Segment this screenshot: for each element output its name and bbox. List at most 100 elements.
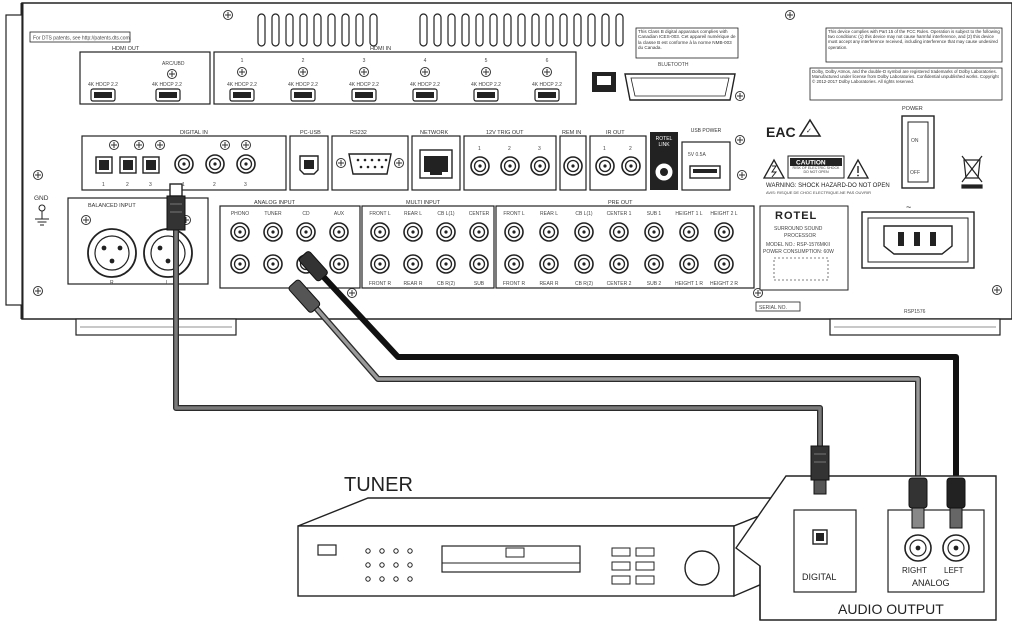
rs232-port-icon — [348, 153, 392, 175]
trig-label: 12V TRIG OUT — [486, 130, 524, 136]
screw-icon — [298, 67, 308, 77]
ir-number: 2 — [629, 146, 632, 152]
screw-icon — [992, 285, 1002, 295]
warning-text: WARNING: SHOCK HAZARD-DO NOT OPEN — [766, 183, 890, 189]
model-number: MODEL NO.: RSP-1576MKII — [766, 242, 830, 248]
pre-out-label: FRONT R — [503, 281, 526, 287]
coax-input-3 — [236, 154, 256, 174]
trig-jack — [470, 156, 490, 176]
arc-label: ARC/UBD — [162, 61, 185, 67]
analog-input-label: CD — [302, 211, 310, 217]
xlr-jack-right — [87, 228, 137, 278]
hdmi-in-number: 3 — [363, 58, 366, 64]
screw-icon — [220, 140, 230, 150]
analog-right-jack — [904, 534, 932, 562]
optical-input-2 — [119, 156, 137, 174]
multi-input-label: MULTI INPUT — [406, 200, 441, 206]
audio-output-title: AUDIO OUTPUT — [838, 601, 944, 617]
screw-icon — [237, 67, 247, 77]
hdcp-label: 4K HDCP 2.2 — [532, 82, 562, 88]
hdcp-label: 4K HDCP 2.2 — [152, 82, 182, 88]
audio-output-panel: DIGITAL RIGHT LEFT ANALOG AUDIO OUTPUT — [735, 475, 997, 621]
multi-input-jack — [403, 254, 423, 274]
trig-number: 2 — [508, 146, 511, 152]
hdcp-label: 4K HDCP 2.2 — [88, 82, 118, 88]
pre-out-label: HEIGHT 2 R — [710, 281, 738, 287]
hdmi-in-port — [534, 88, 560, 102]
hdmi-out-port-1 — [90, 88, 116, 102]
pre-out-jack — [714, 254, 734, 274]
pre-out-jack — [574, 254, 594, 274]
analog-input-label: TUNER — [264, 211, 282, 217]
hdmi-in-port — [351, 88, 377, 102]
multi-input-jack — [370, 254, 390, 274]
hdcp-label: 4K HDCP 2.2 — [288, 82, 318, 88]
pre-out-label: REAR R — [540, 281, 559, 287]
pre-out-label: PRE OUT — [608, 200, 633, 206]
optical-plug-receiver — [166, 183, 186, 231]
tuner-title: TUNER — [344, 474, 413, 496]
multi-input-label: FRONT L — [369, 211, 391, 217]
balanced-r-label: R — [110, 280, 114, 286]
pre-out-label: HEIGHT 1 R — [675, 281, 703, 287]
screw-icon — [394, 158, 404, 168]
product-line-2: PROCESSOR — [784, 233, 816, 239]
power-off-label: OFF — [910, 170, 920, 176]
vent-slots — [257, 13, 624, 47]
analog-input-jack-left — [296, 222, 316, 242]
screw-icon — [481, 67, 491, 77]
pc-usb-label: PC-USB — [300, 130, 321, 136]
hdmi-in-number: 6 — [546, 58, 549, 64]
screw-icon — [420, 67, 430, 77]
screw-icon — [134, 140, 144, 150]
screw-icon — [336, 158, 346, 168]
hdmi-in-label: HDMI IN — [370, 46, 391, 52]
digital-in-number: 3 — [149, 182, 152, 188]
warning-triangle-icon — [762, 158, 786, 179]
screw-icon — [223, 10, 233, 20]
rear-panel: For DTS patents, see http://patents.dts.… — [5, 2, 1012, 336]
tuner-knob-icon — [684, 550, 720, 586]
digital-in-number: 1 — [102, 182, 105, 188]
hdcp-label: 4K HDCP 2.2 — [471, 82, 501, 88]
serial-port-icon — [624, 73, 736, 101]
hdmi-in-port — [229, 88, 255, 102]
screw-icon — [347, 288, 357, 298]
pre-out-label: CENTER 2 — [607, 281, 632, 287]
hdmi-in-number: 1 — [241, 58, 244, 64]
hdmi-in-number: 4 — [424, 58, 427, 64]
analog-input-jack-left — [230, 222, 250, 242]
digital-output-label: DIGITAL — [802, 572, 836, 582]
power-on-label: ON — [911, 138, 919, 144]
caution-sub: RISK OF ELECTRIC SHOCK DO NOT OPEN — [792, 166, 840, 174]
pre-out-jack — [504, 254, 524, 274]
analog-input-jack-right — [263, 254, 283, 274]
analog-input-label: AUX — [334, 211, 345, 217]
weee-bin-icon — [961, 155, 983, 189]
warning-triangle-icon — [846, 158, 870, 179]
multi-input-label: FRONT R — [369, 281, 392, 287]
digital-in-label: DIGITAL IN — [180, 130, 208, 136]
serial-label: SERIAL NO. — [759, 305, 787, 311]
svg-text:✓: ✓ — [806, 128, 812, 135]
analog-left-jack — [942, 534, 970, 562]
pre-out-label: FRONT L — [503, 211, 525, 217]
screw-icon — [109, 140, 119, 150]
ir-out-label: IR OUT — [606, 130, 625, 136]
power-consumption: POWER CONSUMPTION: 60W — [763, 249, 834, 255]
pre-out-jack — [504, 222, 524, 242]
balanced-l-label: L — [166, 280, 169, 286]
screw-icon — [241, 140, 251, 150]
pre-out-label: SUB 2 — [647, 281, 662, 287]
screw-icon — [735, 135, 745, 145]
multi-input-jack — [469, 254, 489, 274]
bluetooth-label: BLUETOOTH — [658, 62, 689, 68]
svg-text:~: ~ — [906, 202, 911, 212]
multi-input-jack — [370, 222, 390, 242]
pre-out-jack — [644, 222, 664, 242]
power-label: POWER — [902, 106, 923, 112]
optical-plug-tuner — [810, 445, 830, 495]
digital-optical-cable — [174, 212, 822, 448]
multi-input-jack — [436, 254, 456, 274]
